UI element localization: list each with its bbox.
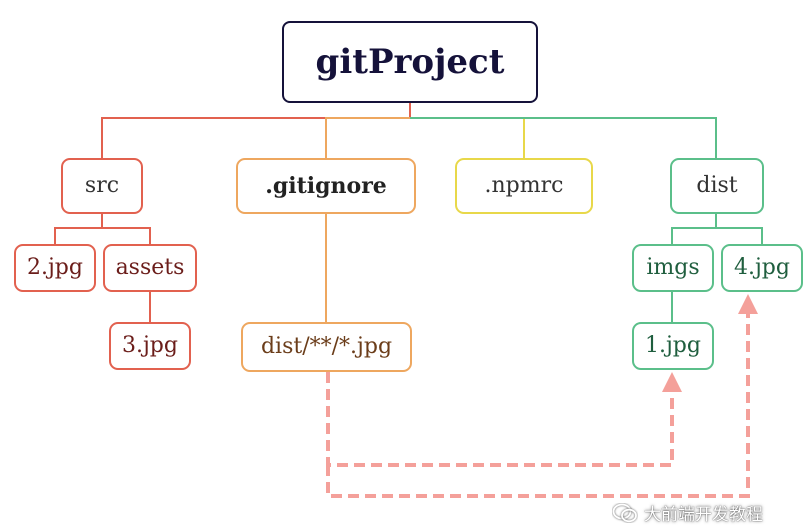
file-gitignore: .gitignore xyxy=(236,158,416,214)
folder-imgs: imgs xyxy=(632,244,714,292)
folder-dist: dist xyxy=(670,158,764,214)
file-2jpg: 2.jpg xyxy=(14,244,96,292)
connector-root-npmrc xyxy=(410,117,525,158)
match-arrowhead-4jpg xyxy=(738,294,758,314)
folder-dist-label: dist xyxy=(696,173,738,198)
connector-root-src xyxy=(101,103,411,158)
watermark-text: 大前端开发教程 xyxy=(644,505,763,525)
watermark: 大前端开发教程 xyxy=(612,500,763,525)
connector-dist-children xyxy=(671,214,763,244)
file-1jpg: 1.jpg xyxy=(632,322,714,370)
folder-assets: assets xyxy=(103,244,197,292)
file-2jpg-label: 2.jpg xyxy=(27,255,83,280)
folder-assets-label: assets xyxy=(115,255,185,280)
connector-root-dist xyxy=(410,117,717,158)
file-3jpg-label: 3.jpg xyxy=(122,333,178,358)
ignore-rule-label: dist/**/*.jpg xyxy=(260,334,393,359)
file-npmrc-label: .npmrc xyxy=(484,173,564,198)
root-node: gitProject xyxy=(282,21,538,103)
file-4jpg-label: 4.jpg xyxy=(734,255,790,280)
match-arrow-to-1jpg xyxy=(326,372,674,467)
file-npmrc: .npmrc xyxy=(455,158,593,214)
wechat-icon xyxy=(612,503,637,522)
file-1jpg-label: 1.jpg xyxy=(645,333,701,358)
folder-src-label: src xyxy=(84,173,120,198)
ignore-rule: dist/**/*.jpg xyxy=(241,322,412,372)
file-gitignore-label: .gitignore xyxy=(265,173,387,199)
folder-imgs-label: imgs xyxy=(646,255,700,280)
file-3jpg: 3.jpg xyxy=(109,322,191,370)
root-label: gitProject xyxy=(315,42,505,82)
folder-src: src xyxy=(61,158,143,214)
connector-src-children xyxy=(54,214,151,244)
connector-root-gitignore xyxy=(325,117,410,158)
match-arrow-to-4jpg xyxy=(326,310,750,498)
file-4jpg: 4.jpg xyxy=(721,244,803,292)
match-arrowhead-1jpg xyxy=(662,372,682,392)
